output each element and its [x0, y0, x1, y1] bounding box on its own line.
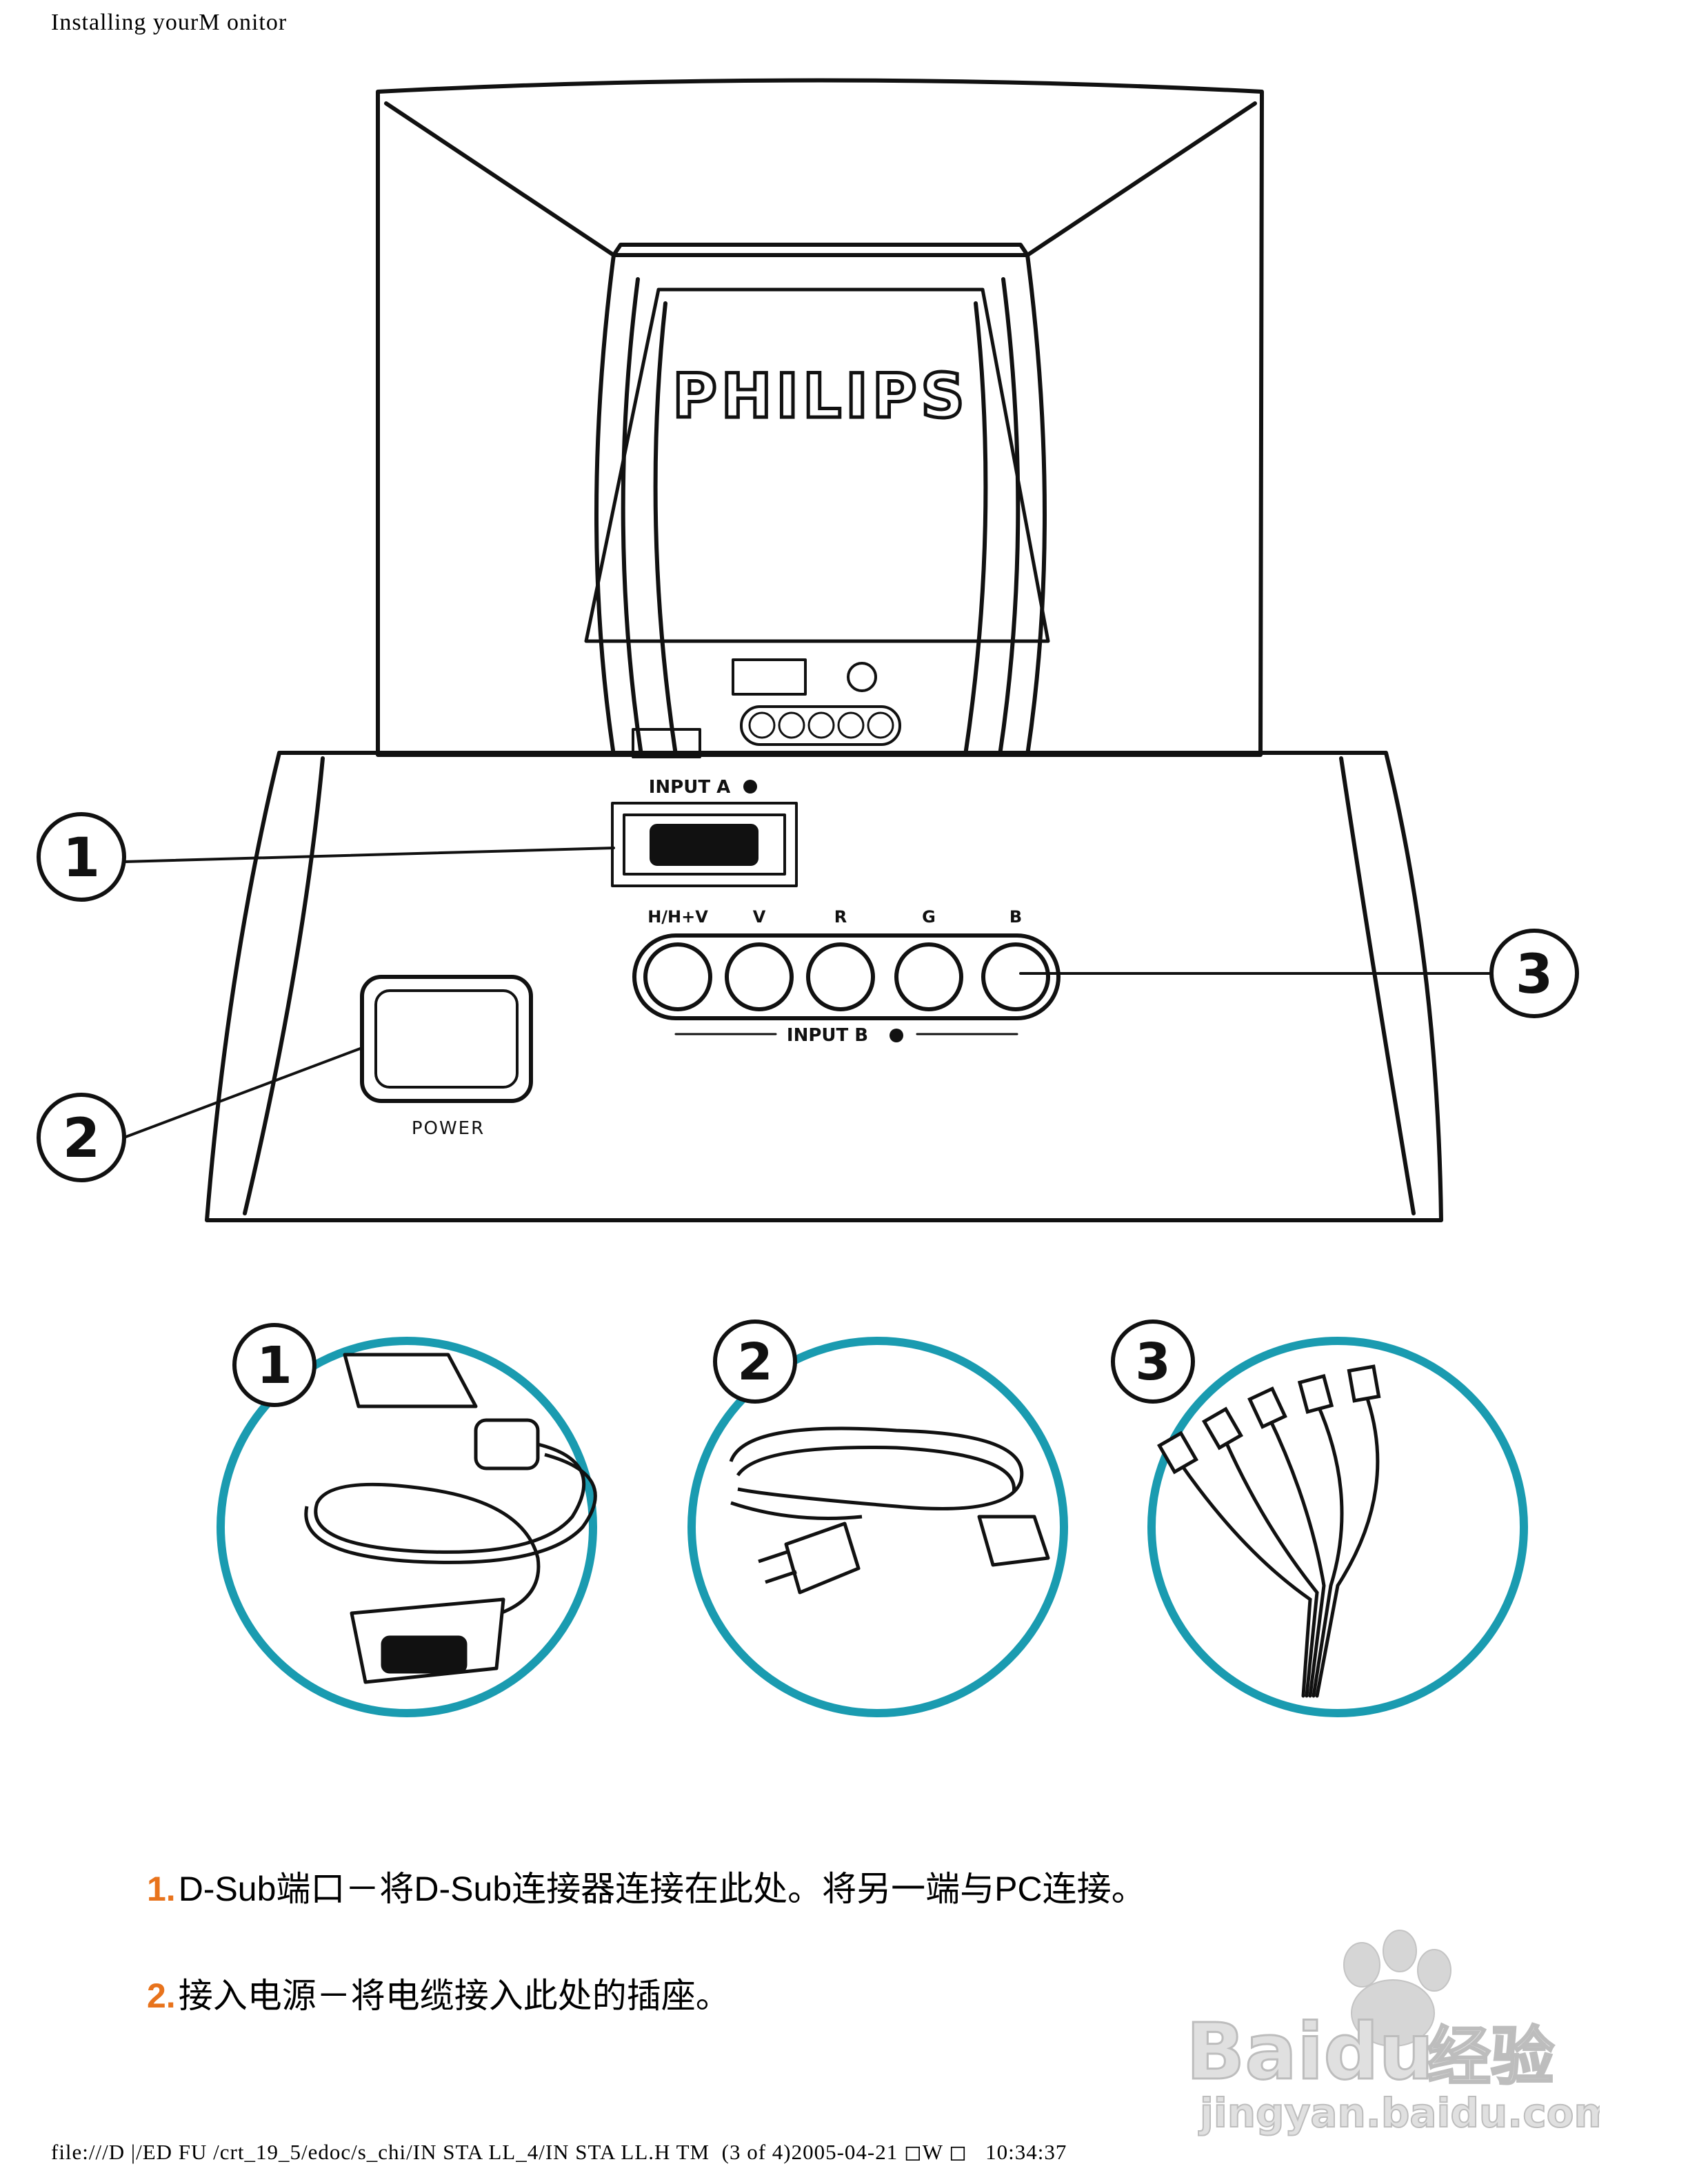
- bnc-label-v: V: [753, 907, 766, 927]
- bnc-r: [806, 942, 875, 1011]
- legend-text: D-Sub端口－将D-Sub连接器连接在此处。将另一端与PC连接。: [178, 1870, 1146, 1908]
- bnc-label-h: H/H+V: [647, 907, 708, 927]
- svg-text:3: 3: [1135, 1333, 1171, 1392]
- bnc-label-r: R: [834, 907, 847, 927]
- monitor-inner-shell: [384, 101, 1257, 257]
- svg-text:1: 1: [257, 1336, 292, 1395]
- svg-text:2: 2: [63, 1108, 100, 1170]
- logo-plate: [584, 287, 1050, 643]
- callout-2: [37, 1093, 126, 1182]
- bnc-label-b: B: [1009, 907, 1022, 927]
- input-a-port: [623, 813, 786, 876]
- bnc-cable-illustration: [1156, 1364, 1381, 1698]
- input-b-label: INPUT B: [787, 1025, 868, 1046]
- legend-number: 2.: [147, 1976, 176, 2015]
- small-power-circle: [847, 662, 877, 692]
- svg-text:jingyan.baidu.com: jingyan.baidu.com: [1198, 2090, 1600, 2136]
- svg-text:经验: 经验: [1427, 2020, 1554, 2094]
- cable-ring-1: [217, 1337, 597, 1717]
- brand-logo: PHILIPS: [672, 361, 969, 432]
- legend-item-power: 2.接入电源－将电缆接入此处的插座。: [147, 1968, 730, 2018]
- small-dsub-port: [732, 658, 807, 696]
- power-switch: [360, 975, 533, 1103]
- cable-ring-3: [1147, 1337, 1528, 1717]
- baidu-watermark: Baidu 经验 jingyan.baidu.com: [1185, 1930, 1600, 2137]
- svg-text:1: 1: [63, 827, 100, 889]
- bnc-label-g: G: [922, 907, 936, 927]
- dsub-cable-illustration: [304, 1353, 597, 1684]
- footer-file-path: file:///D |/ED FU /crt_19_5/edoc/s_chi/I…: [51, 2140, 1067, 2164]
- power-label: POWER: [412, 1118, 485, 1139]
- legend-text: 接入电源－将电缆接入此处的插座。: [178, 1976, 730, 2015]
- bnc-g: [894, 942, 963, 1011]
- callout-3: [1489, 929, 1579, 1018]
- small-bnc-strip: [740, 705, 901, 746]
- cable-badge-1: [232, 1323, 316, 1407]
- input-a-label: INPUT A: [649, 777, 731, 798]
- monitor-shell: [376, 78, 1264, 757]
- input-b-strip: [632, 933, 1061, 1020]
- input-a-frame: [611, 802, 798, 887]
- cable-badge-2: [713, 1320, 797, 1404]
- monitor-base: [205, 751, 1443, 1222]
- bnc-b: [981, 942, 1050, 1011]
- page-header-title: Installing yourM onitor: [51, 10, 288, 35]
- svg-text:Baidu: Baidu: [1186, 2008, 1434, 2097]
- legend-number: 1.: [147, 1870, 176, 1908]
- svg-text:2: 2: [737, 1333, 773, 1392]
- legend-item-dsub: 1.D-Sub端口－将D-Sub连接器连接在此处。将另一端与PC连接。: [147, 1861, 1146, 1911]
- callout-1: [37, 812, 126, 902]
- bnc-h: [643, 942, 712, 1011]
- svg-text:3: 3: [1516, 944, 1553, 1006]
- cable-ring-2: [687, 1337, 1068, 1717]
- bnc-v: [725, 942, 794, 1011]
- monitor-neck: [594, 253, 616, 757]
- cable-badge-3: [1111, 1320, 1195, 1404]
- power-cable-illustration: [729, 1426, 1050, 1595]
